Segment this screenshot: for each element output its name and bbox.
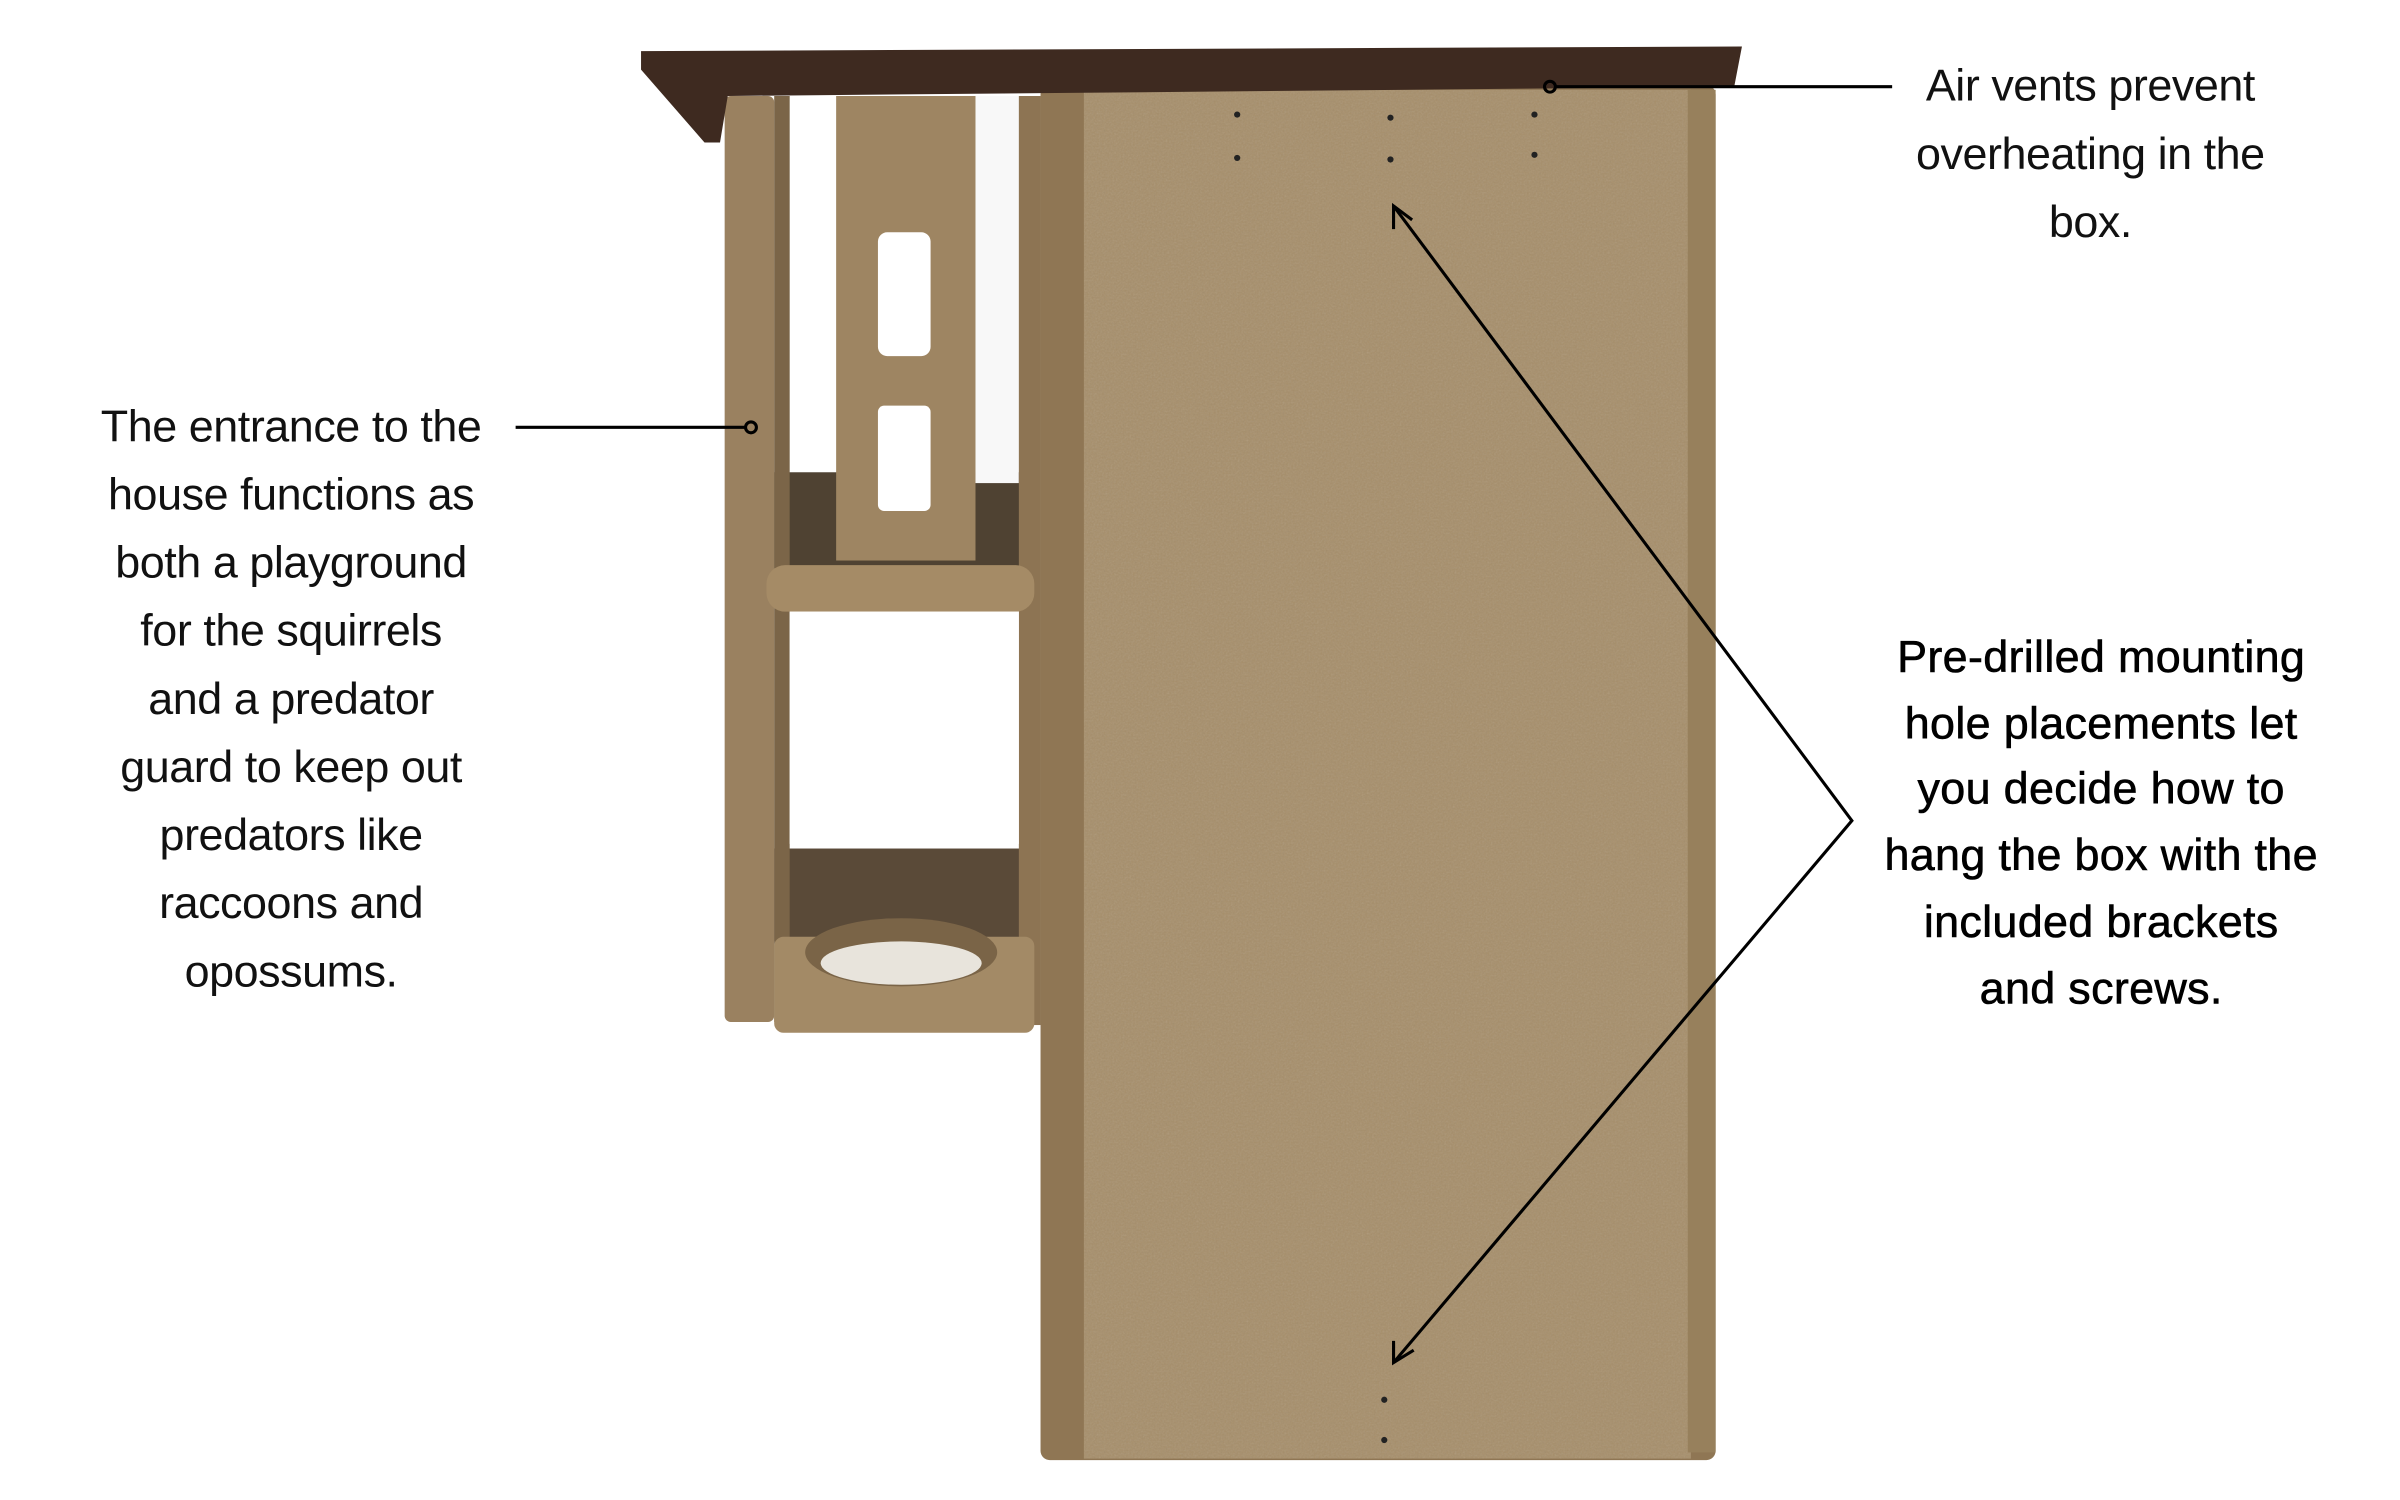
mounting-holes (1381, 1396, 1388, 1444)
annotation-line: included brackets (1923, 897, 2279, 948)
house-main-box (1040, 85, 1716, 1461)
mounting-annotation: Pre-drilled mounting hole placements let… (1838, 626, 2364, 1023)
annotation-line: The entrance to the (100, 402, 482, 453)
air-vents-annotation: Air vents prevent overheating in the box… (1858, 53, 2323, 257)
air-vents-callout-line (1542, 79, 1893, 94)
annotation-line: predators like (159, 811, 424, 861)
annotation-line: guard to keep out (120, 743, 462, 793)
annotation-line: raccoons and (159, 879, 424, 930)
annotation-line: box. (2048, 198, 2132, 248)
annotation-line: you decide how to (1917, 765, 2285, 816)
annotation-line: and screws. (1979, 963, 2223, 1014)
entrance-annotation: The entrance to the house functions as b… (59, 393, 524, 1006)
air-vent-holes (1234, 111, 1538, 163)
mounting-callout-arrows (1392, 202, 1854, 1366)
annotation-line: opossums. (184, 947, 398, 998)
annotation-line: hole placements let (1904, 699, 2298, 749)
annotation-line: house functions as (108, 470, 475, 521)
annotation-line: for the squirrels (140, 606, 442, 657)
annotation-line: overheating in the (1916, 130, 2265, 180)
annotation-line: hang the box with the (1884, 831, 2318, 882)
roof (641, 46, 1742, 143)
annotation-line: and a predator (148, 675, 434, 725)
annotation-line: Pre-drilled mounting (1897, 633, 2306, 683)
entrance-callout-line (515, 420, 758, 435)
annotation-line: both a playground (115, 538, 467, 589)
entrance-structure (724, 96, 1041, 1033)
annotation-line: Air vents prevent (1925, 61, 2255, 112)
